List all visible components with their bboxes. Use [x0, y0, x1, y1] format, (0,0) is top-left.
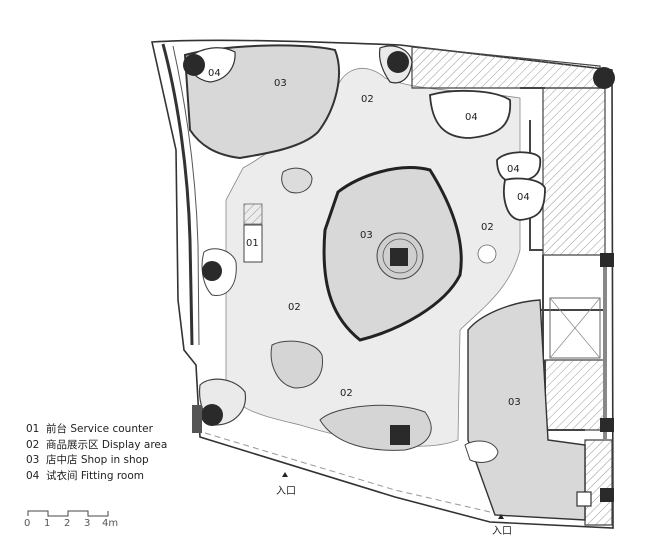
zone-label-fitting-room: 04	[208, 68, 221, 79]
scale-tick-label: 3	[84, 518, 91, 529]
legend-number: 03	[26, 454, 40, 466]
zone-label-display-area: 02	[288, 302, 301, 313]
fitting-room-right-2	[503, 177, 546, 221]
scale-tick-label: 1	[44, 518, 51, 529]
legend-item: 03 店中店 Shop in shop	[26, 453, 167, 469]
corner-box	[576, 491, 592, 507]
zone-label-shop-in-shop: 03	[274, 78, 287, 89]
legend-item: 04 试衣间 Fitting room	[26, 469, 167, 485]
round-table	[477, 244, 497, 264]
legend-item: 01 前台 Service counter	[26, 422, 167, 438]
entrance-arrow	[282, 472, 288, 477]
scale-labels: 0 1 2 3 4m	[24, 518, 124, 532]
storefront-dashed-line	[204, 432, 491, 513]
column	[183, 54, 205, 76]
column	[600, 488, 614, 502]
zone-label-display-area: 02	[361, 94, 374, 105]
fitting-room-right-1	[496, 151, 542, 183]
lift-shaft	[549, 297, 601, 359]
column	[387, 51, 409, 73]
legend: 01 前台 Service counter 02 商品展示区 Display are…	[26, 422, 167, 484]
hatched-storage-lower	[544, 359, 606, 431]
legend-item: 02 商品展示区 Display area	[26, 438, 167, 454]
display-island-bottom-right	[464, 440, 499, 463]
legend-text: 商品展示区 Display area	[46, 438, 168, 451]
scale-tick-label: 0	[24, 518, 31, 529]
entrance-arrow	[498, 514, 504, 519]
column	[390, 425, 410, 445]
hatched-storage-top	[411, 46, 601, 89]
column	[192, 405, 202, 433]
scale-bar	[27, 510, 109, 517]
zone-label-fitting-room: 04	[507, 164, 520, 175]
scale-tick-label: 4m	[102, 518, 119, 529]
hatched-storage-right	[542, 87, 606, 256]
legend-number: 02	[26, 438, 40, 451]
column	[600, 253, 614, 267]
partition-walls	[520, 87, 605, 431]
zone-label-display-area: 02	[340, 388, 353, 399]
column	[390, 248, 408, 266]
legend-text: 店中店 Shop in shop	[46, 454, 149, 466]
zone-label-fitting-room: 04	[465, 112, 478, 123]
legend-text: 前台 Service counter	[46, 423, 153, 435]
scale-tick-label: 2	[64, 518, 71, 529]
zone-label-shop-in-shop: 03	[508, 397, 521, 408]
column	[593, 67, 615, 89]
legend-number: 04	[26, 469, 40, 482]
hatched-storage-corner	[584, 439, 613, 526]
fitting-room-top-right	[429, 89, 512, 139]
legend-number: 01	[26, 423, 40, 435]
zone-label-display-area: 02	[481, 222, 494, 233]
curved-facade-wall	[161, 43, 194, 346]
service-counter-hatch	[243, 203, 263, 225]
column	[201, 404, 223, 426]
entrance-label: 入口	[276, 486, 296, 497]
legend-text: 试衣间 Fitting room	[46, 469, 145, 482]
zone-label-service-counter: 01	[246, 238, 259, 249]
display-island-mid	[270, 340, 324, 389]
zone-label-fitting-room: 04	[517, 192, 530, 203]
service-counter	[243, 224, 263, 263]
column	[600, 418, 614, 432]
column	[202, 261, 222, 281]
display-island-small-top	[281, 167, 313, 194]
entrance-label: 入口	[492, 526, 512, 537]
zone-label-shop-in-shop: 03	[360, 230, 373, 241]
shop-in-shop-lower-right	[467, 299, 586, 521]
